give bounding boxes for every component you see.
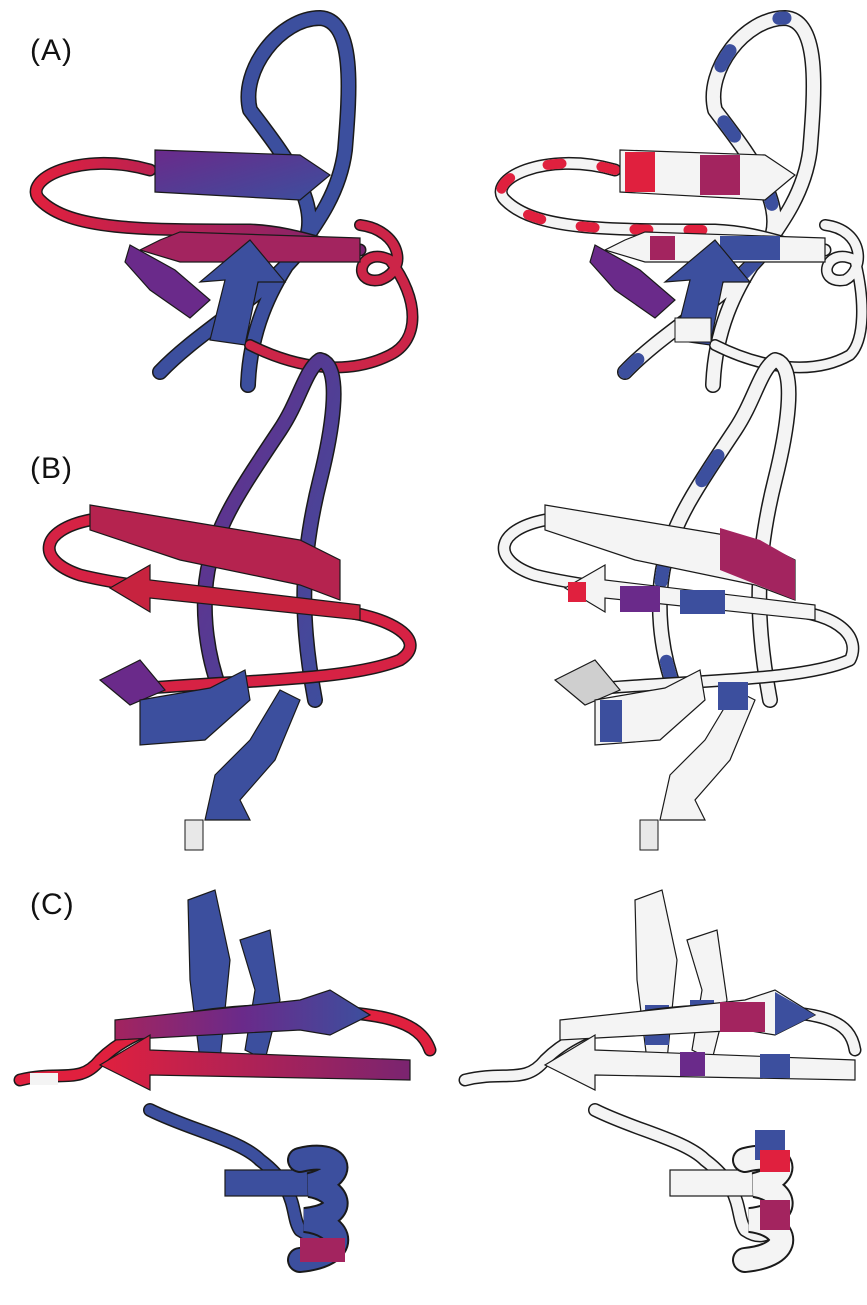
ribbon-b-left [49, 360, 410, 850]
ribbon-a-right [501, 18, 862, 385]
ribbon-c-left [20, 890, 430, 1262]
ribbon-c-right [465, 890, 855, 1260]
ribbon-b-right [504, 360, 853, 850]
ribbon-a-left [36, 18, 412, 385]
